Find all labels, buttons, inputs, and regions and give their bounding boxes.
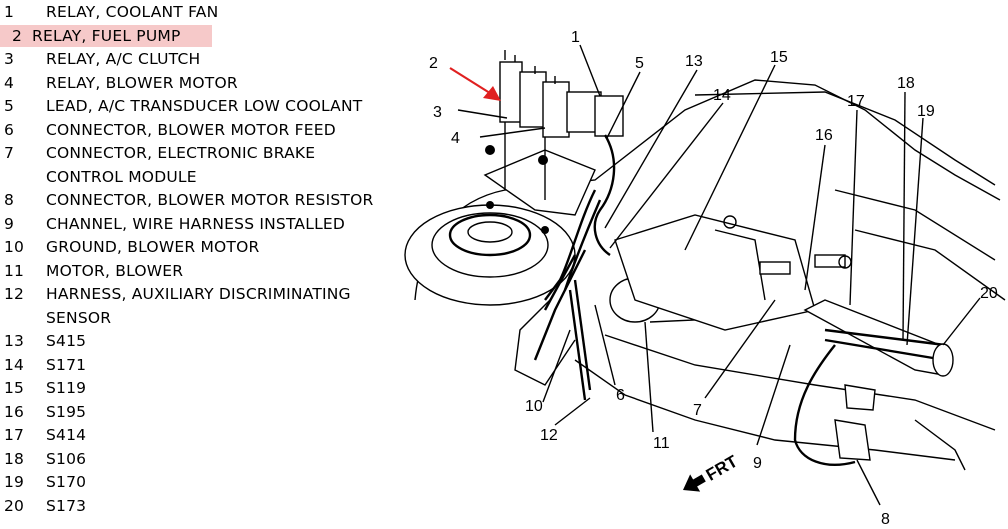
callout-17: 17 <box>847 93 865 110</box>
callout-7: 7 <box>693 402 702 419</box>
callout-2: 2 <box>429 55 438 72</box>
legend-number: 8 <box>4 191 15 209</box>
callout-18: 18 <box>897 75 915 92</box>
legend-number: 12 <box>4 285 25 303</box>
callout-19: 19 <box>917 103 935 120</box>
legend-label: CHANNEL, WIRE HARNESS INSTALLED <box>46 214 346 233</box>
callout-16: 16 <box>815 127 833 144</box>
legend-label: CONNECTOR, ELECTRONIC BRAKE <box>46 144 316 162</box>
callout-8: 8 <box>881 511 890 528</box>
legend-number: 6 <box>4 120 15 139</box>
legend-number: 14 <box>4 355 25 374</box>
legend-label: S173 <box>46 496 87 515</box>
legend-item-2: 2 RELAY, FUEL PUMP <box>0 24 212 47</box>
legend-label: RELAY, FUEL PUMP <box>32 26 181 45</box>
callout-15: 15 <box>770 49 788 66</box>
legend-number: 9 <box>4 214 15 233</box>
legend-label: RELAY, BLOWER MOTOR <box>46 73 238 92</box>
legend-label: GROUND, BLOWER MOTOR <box>46 238 260 256</box>
callout-12: 12 <box>540 427 558 444</box>
legend-label: RELAY, COOLANT FAN <box>46 3 219 21</box>
legend-number: 11 <box>4 261 25 280</box>
legend-number: 19 <box>4 473 25 491</box>
legend-number: 2 <box>12 26 23 45</box>
legend-number: 17 <box>4 426 25 444</box>
legend-label: S171 <box>46 355 87 374</box>
legend-label: S106 <box>46 449 87 468</box>
legend-number: 7 <box>4 144 15 162</box>
legend-number: 18 <box>4 449 25 468</box>
callout-14: 14 <box>713 87 731 104</box>
legend-label: MOTOR, BLOWER <box>46 261 184 280</box>
front-label: FRT <box>703 451 742 484</box>
legend-label: RELAY, A/C CLUTCH <box>46 50 201 68</box>
legend-label: S415 <box>46 332 87 350</box>
front-arrow-icon <box>683 474 706 492</box>
engine-compartment-diagram: 1 2 3 4 5 6 7 8 9 10 11 12 13 14 15 16 1… <box>404 29 1006 528</box>
legend-number: 13 <box>4 332 25 350</box>
legend-number: 5 <box>4 97 15 115</box>
callout-1: 1 <box>571 29 580 46</box>
legend-label: S195 <box>46 402 87 421</box>
legend-label: S414 <box>46 426 87 444</box>
callout-20: 20 <box>980 285 998 302</box>
callout-3: 3 <box>433 104 442 121</box>
legend-number: 1 <box>4 3 15 21</box>
legend-number: 4 <box>4 73 15 92</box>
legend-label: HARNESS, AUXILIARY DISCRIMINATING <box>46 285 351 303</box>
relay-group <box>499 50 624 138</box>
highlight-arrow <box>449 67 501 101</box>
legend-number: 16 <box>4 402 25 421</box>
callout-5: 5 <box>635 55 644 72</box>
callout-13: 13 <box>685 53 703 70</box>
legend-label: S119 <box>46 379 87 397</box>
legend-number: 3 <box>4 50 15 68</box>
legend-label: S170 <box>46 473 87 491</box>
callout-11: 11 <box>653 435 670 452</box>
legend-label: LEAD, A/C TRANSDUCER LOW COOLANT <box>46 97 363 115</box>
corrugated-harness <box>793 299 954 466</box>
front-direction-indicator: FRT <box>683 451 742 492</box>
callout-6: 6 <box>616 387 625 404</box>
callout-4: 4 <box>451 130 460 147</box>
legend-number: 10 <box>4 238 25 256</box>
legend-number: 20 <box>4 496 25 515</box>
legend-label: SENSOR <box>46 308 112 327</box>
callout-10: 10 <box>525 398 543 415</box>
callout-labels: 1 2 3 4 5 6 7 8 9 10 11 12 13 14 15 16 1… <box>429 29 998 528</box>
legend-label: CONNECTOR, BLOWER MOTOR RESISTOR <box>46 191 374 209</box>
legend-number: 15 <box>4 379 25 397</box>
legend-label: CONNECTOR, BLOWER MOTOR FEED <box>46 120 336 139</box>
legend-label: CONTROL MODULE <box>46 167 197 186</box>
callout-9: 9 <box>753 455 762 472</box>
strut-tower <box>404 201 576 306</box>
module-box <box>614 214 852 331</box>
leader-lines <box>457 44 981 506</box>
